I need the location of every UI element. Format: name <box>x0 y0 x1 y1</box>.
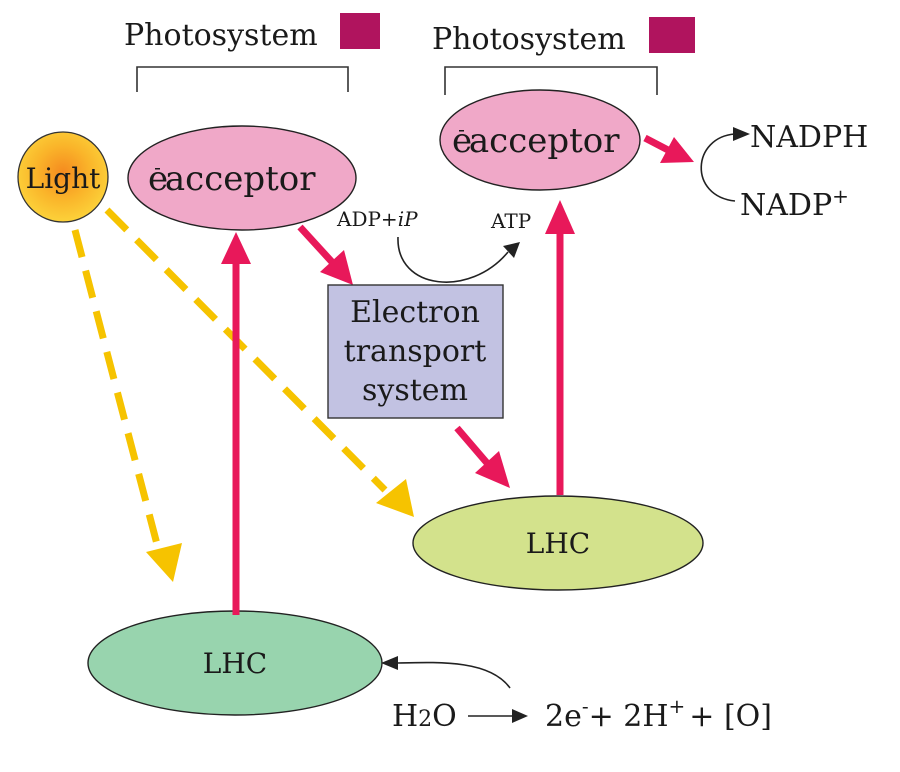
nadp-label: NADP+ <box>740 184 849 223</box>
products-2h: + 2H <box>589 699 669 734</box>
adp-text: ADP+ <box>336 207 398 231</box>
photosystem-left-label: Photosystem <box>124 18 318 53</box>
acceptor-right-e: e <box>452 121 472 161</box>
bracket-right <box>444 66 658 95</box>
adp-to-atp-curve <box>397 236 509 283</box>
products-2e: 2e <box>545 699 582 734</box>
nadp-sup: + <box>832 184 849 208</box>
red-arrowhead-acceptor-to-ets <box>320 250 353 285</box>
water-o: O <box>432 699 457 734</box>
light-arrowhead-lhc-right <box>376 479 414 517</box>
light-arrow-to-lhc-left <box>71 229 162 549</box>
light-arrowhead-lhc-left <box>146 543 182 582</box>
nadph-label: NADPH <box>750 120 868 155</box>
red-arrow-acceptor-to-nadph <box>643 134 670 154</box>
water-h: H <box>392 699 418 734</box>
water-to-lhc-curve <box>397 661 511 689</box>
products-o: + [O] <box>689 699 772 734</box>
photosystem-left-square <box>340 13 380 49</box>
adp-ip: iP <box>398 207 418 231</box>
adp-label: ADP+iP <box>336 207 418 231</box>
electron-transport-box <box>327 284 504 419</box>
adp-to-atp-arrowhead <box>503 242 520 258</box>
photosystem-right-label: Photosystem <box>432 22 626 57</box>
acceptor-left-text: acceptor <box>165 159 316 199</box>
light-sun-icon <box>17 131 109 223</box>
acceptor-left-e: e <box>148 159 168 199</box>
red-arrow-acceptor-to-ets <box>297 224 335 265</box>
lhc-left-label: LHC <box>203 647 267 680</box>
ets-line2: transport <box>344 334 487 369</box>
photosystem-right-square <box>649 17 695 53</box>
acceptor-left-label: e-acceptor <box>148 155 316 199</box>
red-arrowhead-ets-to-lhc <box>475 451 510 488</box>
ets-line3: system <box>362 373 468 408</box>
water-two: 2 <box>418 707 432 732</box>
nadp-text: NADP <box>740 188 832 223</box>
lhc-right-ellipse <box>412 495 704 591</box>
acceptor-right-minus: - <box>458 117 465 141</box>
nadp-to-nadph-arrowhead <box>733 127 750 141</box>
red-arrowhead-lhc-right-up <box>545 200 575 234</box>
water-to-lhc-arrowhead <box>381 656 398 670</box>
acceptor-left-minus: - <box>154 155 161 179</box>
water-label: H2O <box>392 699 457 734</box>
products-e-sup: - <box>582 694 589 718</box>
acceptor-right-ellipse <box>439 89 641 191</box>
acceptor-right-label: e-acceptor <box>452 117 620 161</box>
red-arrowhead-acceptor-to-nadph <box>660 137 694 163</box>
acceptor-right-text: acceptor <box>469 121 620 161</box>
water-reaction-arrowhead <box>512 709 528 723</box>
lhc-right-label: LHC <box>526 527 590 560</box>
light-arrow-to-lhc-right <box>104 207 388 493</box>
light-label: Light <box>26 162 102 195</box>
atp-label: ATP <box>490 209 531 233</box>
nadp-to-nadph-curve <box>700 133 736 202</box>
ets-line1: Electron <box>350 295 480 330</box>
bracket-left <box>136 66 349 92</box>
red-arrowhead-lhc-left-up <box>221 232 251 264</box>
products-label: 2e-+ 2H++ [O] <box>545 694 772 734</box>
products-h-sup: + <box>669 694 686 718</box>
red-arrow-ets-to-lhc <box>454 425 490 466</box>
acceptor-left-ellipse <box>127 125 357 231</box>
